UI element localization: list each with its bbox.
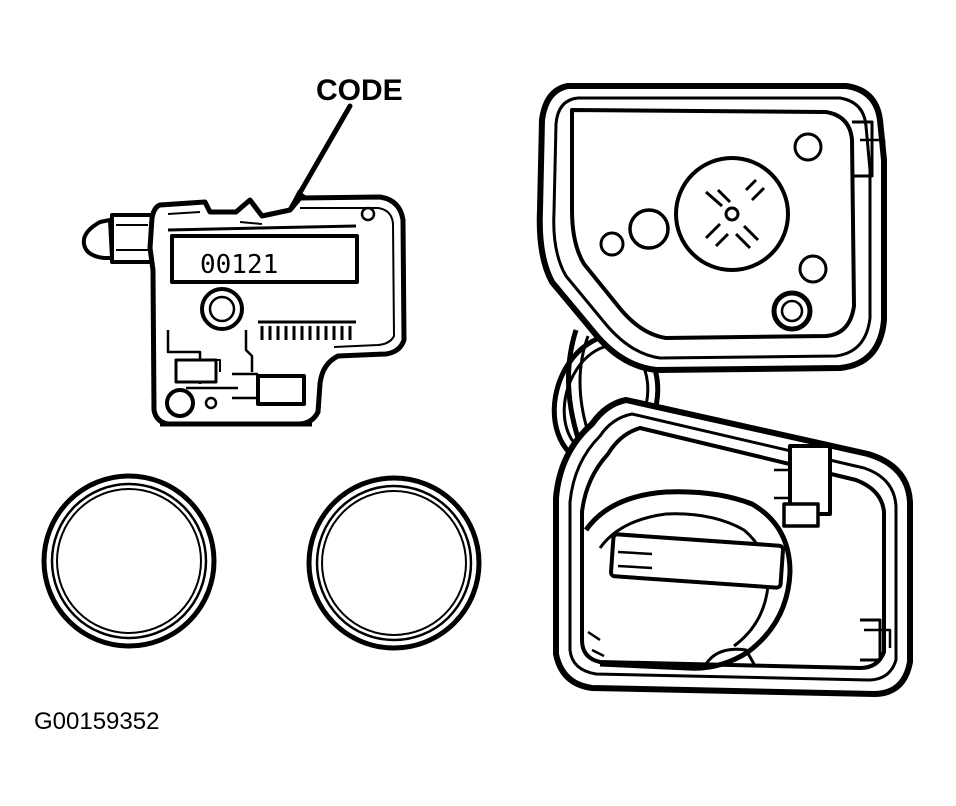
battery-left bbox=[41, 473, 217, 649]
key-ring-front bbox=[565, 329, 590, 439]
figure-id-label: G00159352 bbox=[34, 708, 160, 735]
x-mark-icon bbox=[704, 178, 766, 250]
component-circle bbox=[165, 388, 195, 418]
battery-right bbox=[306, 475, 482, 651]
battery-contact-circle bbox=[200, 287, 244, 331]
battery-latch bbox=[609, 532, 785, 590]
module-code-value: 00121 bbox=[200, 250, 278, 280]
led-icon bbox=[81, 213, 154, 264]
fob-bottom-half bbox=[553, 397, 913, 697]
fob-top-half bbox=[536, 83, 887, 373]
code-callout-label: CODE bbox=[316, 74, 403, 107]
button-x-circle bbox=[674, 156, 790, 272]
code-label-strip bbox=[170, 234, 359, 284]
transmitter-module bbox=[81, 194, 407, 427]
pin-row bbox=[258, 320, 356, 340]
